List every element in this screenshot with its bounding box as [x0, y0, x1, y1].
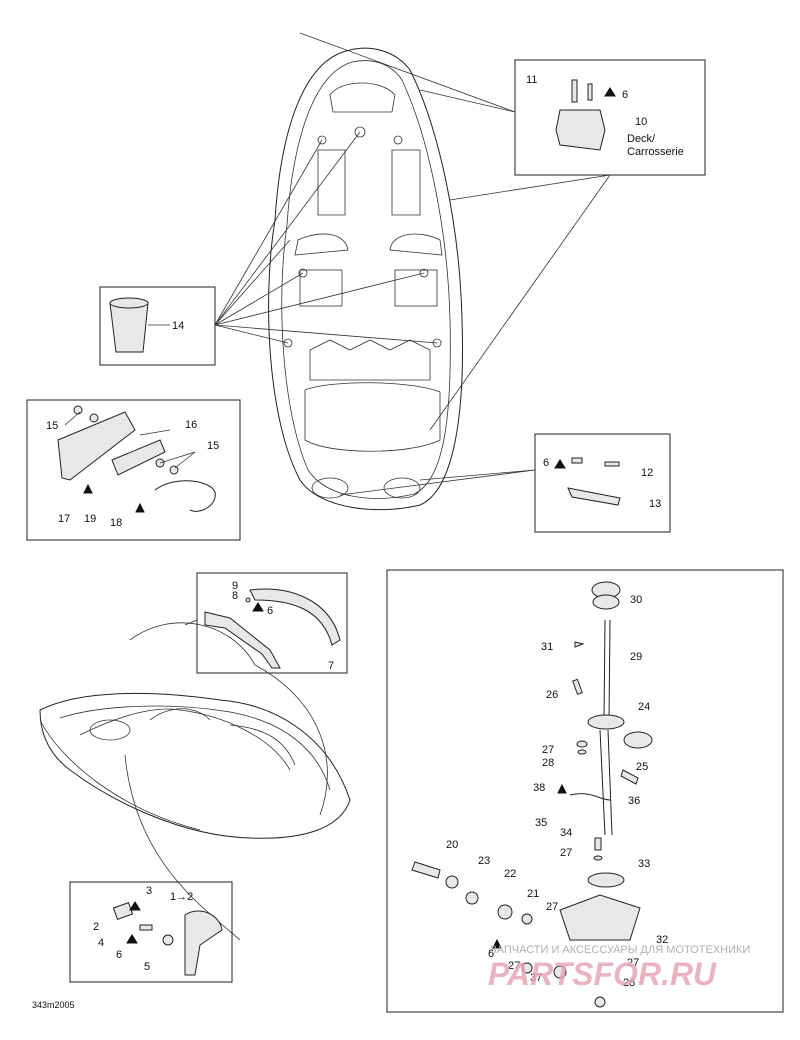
callout-30: 30: [630, 594, 642, 606]
callout-27-d: 27: [508, 960, 520, 972]
callout-16: 16: [185, 419, 197, 431]
callout-3: 3: [146, 885, 152, 897]
callout-28-b: 28: [623, 977, 635, 989]
callout-4: 4: [98, 937, 104, 949]
callout-36: 36: [628, 795, 640, 807]
callout-26: 26: [546, 689, 558, 701]
watermark-tagline: ЗАПЧАСТИ И АКСЕССУАРЫ ДЛЯ МОТОТЕХНИКИ: [490, 944, 750, 956]
callout-28-a: 28: [542, 757, 554, 769]
callout-21: 21: [527, 888, 539, 900]
leader-lines-14: [214, 131, 438, 344]
callout-6: 6: [622, 89, 628, 101]
callout-13: 13: [649, 498, 661, 510]
callout-33: 33: [638, 858, 650, 870]
deck-hull-drawing: [268, 47, 463, 511]
callout-24: 24: [638, 701, 650, 713]
callout-15-right: 15: [207, 440, 219, 452]
callout-6-clip: 6: [543, 457, 549, 469]
callout-27-e: 27: [627, 957, 639, 969]
partsfor-watermark: ЗАПЧАСТИ И АКСЕССУАРЫ ДЛЯ МОТОТЕХНИКИ PA…: [488, 944, 750, 992]
callout-6-steering: 6: [488, 948, 494, 960]
callout-10: 10: [635, 116, 647, 128]
callout-18: 18: [110, 517, 122, 529]
callout-6-latch: 6: [116, 949, 122, 961]
callout-2: 2: [93, 921, 99, 933]
callout-23: 23: [478, 855, 490, 867]
detail-box-cup: 14: [99, 286, 216, 366]
callout-34: 34: [560, 827, 572, 839]
callout-15-left: 15: [46, 420, 58, 432]
callout-37: 37: [530, 972, 542, 984]
callout-7: 7: [328, 660, 334, 672]
figure-code: 343m2005: [32, 1000, 75, 1010]
detail-box-clip: 6 12 13: [339, 433, 671, 533]
detail-box-deck-bracket: 11 6 10 Deck/ Carrosserie: [299, 32, 706, 431]
callout-20: 20: [446, 839, 458, 851]
callout-35: 35: [535, 817, 547, 829]
callout-14: 14: [172, 320, 184, 332]
callout-38: 38: [533, 782, 545, 794]
callout-8: 8: [232, 590, 238, 602]
deck-label-line2: Carrosserie: [627, 146, 684, 158]
callout-27-a: 27: [542, 744, 554, 756]
callout-27-b: 27: [560, 847, 572, 859]
callout-29: 29: [630, 651, 642, 663]
callout-9: 9: [232, 580, 238, 592]
deck-label-line1: Deck/: [627, 133, 656, 145]
callout-19: 19: [84, 513, 96, 525]
callout-6-handle: 6: [267, 605, 273, 617]
callout-25: 25: [636, 761, 648, 773]
callout-31: 31: [541, 641, 553, 653]
callout-32: 32: [656, 934, 668, 946]
callout-22: 22: [504, 868, 516, 880]
detail-box-plate: 15 16 15 17 19 18: [26, 399, 241, 541]
detail-box-handle: 9 8 6 7: [196, 572, 348, 674]
watercraft-side-view: [39, 619, 351, 941]
callout-17: 17: [58, 513, 70, 525]
callout-12: 12: [641, 467, 653, 479]
detail-box-steering: 30 31 29 26 24 27 28 25 38 36 35 34 27 2…: [386, 569, 784, 1013]
callout-1-arrow-2: 1→2: [170, 891, 193, 903]
callout-11: 11: [526, 74, 537, 86]
detail-box-latch: 3 1→2 2 4 6 5: [69, 881, 233, 983]
callout-5: 5: [144, 961, 150, 973]
callout-27-c: 27: [546, 901, 558, 913]
watermark-logo: PARTSFOR.RU: [488, 956, 717, 992]
